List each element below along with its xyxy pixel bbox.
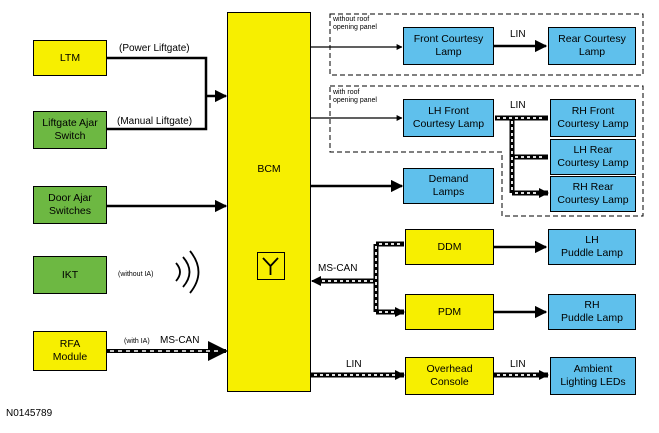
bcm-label: BCM xyxy=(257,163,281,175)
ms-can-rfa-label: MS-CAN xyxy=(160,335,200,346)
lh-front-courtesy-lamp: LH Front Courtesy Lamp xyxy=(403,99,494,137)
lin-lh-label: LIN xyxy=(510,100,526,111)
rh-rear-courtesy-lamp: RH Rear Courtesy Lamp xyxy=(550,176,636,212)
demand-lamps: Demand Lamps xyxy=(403,168,494,204)
rh-front-courtesy-lamp: RH Front Courtesy Lamp xyxy=(550,99,636,137)
lh-puddle-lamp: LH Puddle Lamp xyxy=(548,229,636,265)
rh-puddle-lamp: RH Puddle Lamp xyxy=(548,294,636,330)
lin-overhead-label: LIN xyxy=(346,359,362,370)
ms-can-bcm-label: MS-CAN xyxy=(318,263,358,274)
liftgate-ajar-wire xyxy=(107,96,208,131)
without-ia-label: (without IA) xyxy=(118,271,154,278)
without-roof-panel-region xyxy=(329,13,644,76)
ikt-signal-icon xyxy=(175,250,200,294)
overhead-console: Overhead Console xyxy=(405,357,494,395)
ltm-module: LTM xyxy=(33,40,107,76)
figure-id: N0145789 xyxy=(6,408,53,419)
lin-front-label: LIN xyxy=(510,29,526,40)
bcm-module: BCM xyxy=(227,12,311,392)
ikt-module: IKT xyxy=(33,256,107,294)
power-liftgate-label: (Power Liftgate) xyxy=(119,43,190,54)
lh-rear-courtesy-lamp: LH Rear Courtesy Lamp xyxy=(550,139,636,175)
liftgate-ajar-switch: Liftgate Ajar Switch xyxy=(33,111,107,149)
lh-front-lin-bus xyxy=(495,115,548,193)
antenna-icon xyxy=(257,252,285,280)
front-courtesy-lamp: Front Courtesy Lamp xyxy=(403,27,494,65)
ambient-lighting-leds: Ambient Lighting LEDs xyxy=(550,357,636,395)
bcm-ms-can-bus xyxy=(311,241,404,312)
lin-ambient-label: LIN xyxy=(510,359,526,370)
pdm-module: PDM xyxy=(405,294,494,330)
without-roof-label: without roof opening panel xyxy=(333,16,377,31)
rear-courtesy-lamp: Rear Courtesy Lamp xyxy=(548,27,636,65)
with-ia-label: (with IA) xyxy=(124,338,150,345)
with-roof-label: with roof opening panel xyxy=(333,89,377,104)
manual-liftgate-label: (Manual Liftgate) xyxy=(117,116,193,127)
ddm-module: DDM xyxy=(405,229,494,265)
with-roof-panel-region xyxy=(329,85,644,217)
rfa-module: RFA Module xyxy=(33,331,107,371)
door-ajar-switches: Door Ajar Switches xyxy=(33,186,107,224)
ltm-wire xyxy=(107,56,208,96)
